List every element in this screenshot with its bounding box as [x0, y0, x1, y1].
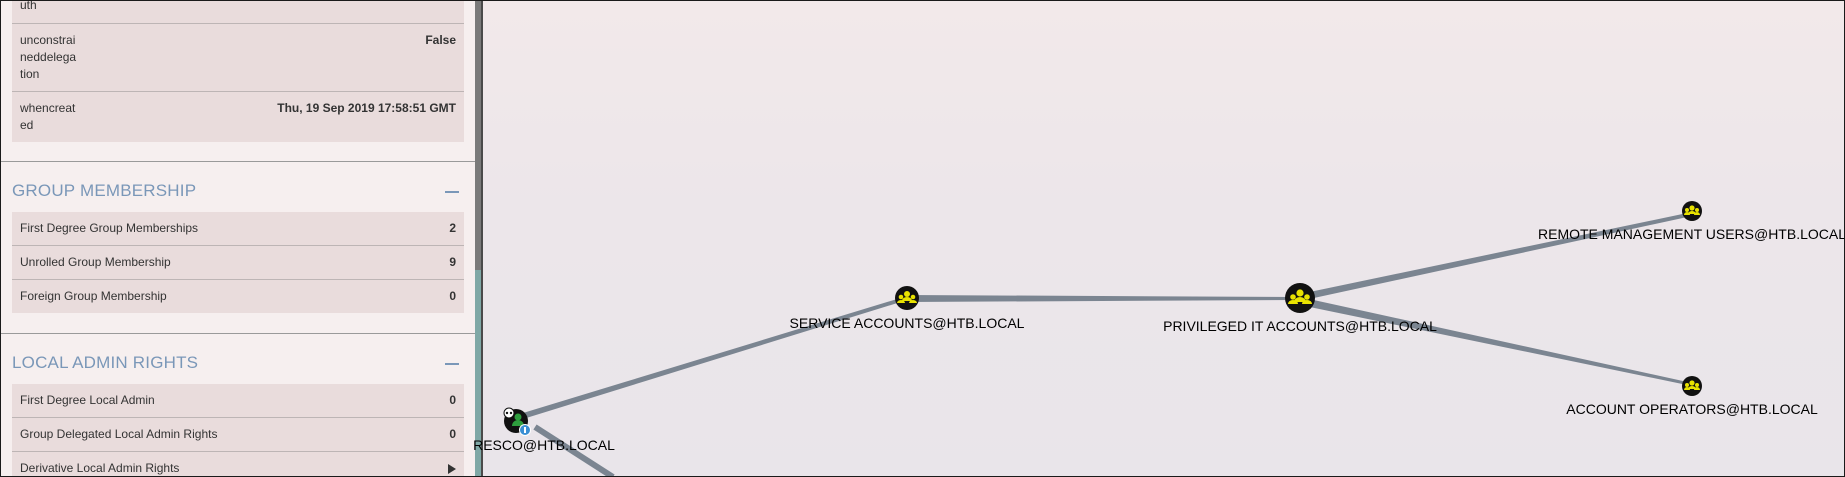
- owned-badge-icon: [519, 424, 531, 436]
- list-item[interactable]: First Degree Group Memberships 2: [12, 212, 464, 246]
- edge-memberof[interactable]: [1300, 212, 1692, 301]
- property-key-line: whencreat: [20, 101, 76, 115]
- property-row: unconstrai neddelega tion False: [12, 24, 464, 92]
- row-count: 0: [449, 289, 456, 303]
- node-label-service-accounts: SERVICE ACCOUNTS@HTB.LOCAL: [789, 315, 1025, 331]
- group-membership-header[interactable]: GROUP MEMBERSHIP: [12, 181, 197, 200]
- section-divider: [1, 333, 475, 334]
- property-key-line: tion: [20, 67, 40, 81]
- node-service-accounts[interactable]: [895, 286, 919, 310]
- list-item[interactable]: First Degree Local Admin 0: [12, 384, 464, 418]
- local-admin-list: First Degree Local Admin 0 Group Delegate…: [12, 384, 464, 476]
- expand-arrow-icon[interactable]: [448, 464, 456, 474]
- property-key-line: unconstrai: [20, 33, 76, 47]
- node-info-sidebar: uth unconstrai neddelega tion False when…: [1, 1, 476, 476]
- row-count: 0: [449, 393, 456, 407]
- row-count: 0: [449, 427, 456, 441]
- row-count: 9: [449, 255, 456, 269]
- row-label: Group Delegated Local Admin Rights: [20, 427, 218, 441]
- row-label: Unrolled Group Membership: [20, 255, 171, 269]
- edge-memberof[interactable]: [523, 296, 907, 419]
- list-item[interactable]: Group Delegated Local Admin Rights 0: [12, 418, 464, 452]
- property-key-line: ed: [20, 118, 34, 132]
- node-label-remote-management-users: REMOTE MANAGEMENT USERS@HTB.LOCAL: [1538, 226, 1845, 242]
- node-resco[interactable]: [503, 407, 531, 436]
- node-label-resco: RESCO@HTB.LOCAL: [473, 437, 615, 453]
- scrollbar-thumb[interactable]: [475, 0, 481, 270]
- property-row: whencreat ed Thu, 19 Sep 2019 17:58:51 G…: [12, 92, 464, 142]
- node-remote-management-users[interactable]: [1682, 201, 1702, 221]
- group-membership-list: First Degree Group Memberships 2 Unrolled…: [12, 212, 464, 313]
- node-label-privileged-it-accounts: PRIVILEGED IT ACCOUNTS@HTB.LOCAL: [1163, 318, 1437, 334]
- property-row: uth: [12, 1, 464, 24]
- property-value: False: [425, 33, 456, 47]
- node-account-operators[interactable]: [1682, 376, 1702, 396]
- property-key: uth: [20, 1, 37, 12]
- property-key-line: neddelega: [20, 50, 77, 64]
- skull-icon: [503, 407, 515, 419]
- graph-svg[interactable]: [483, 0, 1845, 477]
- node-privileged-it-accounts[interactable]: [1285, 283, 1315, 313]
- list-item[interactable]: Foreign Group Membership 0: [12, 280, 464, 313]
- scrollbar-track: [475, 270, 481, 477]
- edge-memberof[interactable]: [533, 424, 615, 477]
- edge-memberof[interactable]: [907, 295, 1296, 302]
- section-divider: [1, 161, 475, 162]
- row-label: Derivative Local Admin Rights: [20, 461, 180, 475]
- row-label: First Degree Group Memberships: [20, 221, 199, 235]
- sidebar-scrollbar[interactable]: [475, 0, 481, 477]
- node-label-account-operators: ACCOUNT OPERATORS@HTB.LOCAL: [1566, 401, 1818, 417]
- graph-canvas[interactable]: SERVICE ACCOUNTS@HTB.LOCAL PRIVILEGED IT…: [473, 0, 1845, 477]
- local-admin-rights-header[interactable]: LOCAL ADMIN RIGHTS: [12, 353, 199, 372]
- row-count: 2: [449, 221, 456, 235]
- row-label: Foreign Group Membership: [20, 289, 167, 303]
- graph-divider: [481, 0, 483, 477]
- edge-memberof[interactable]: [1300, 297, 1692, 386]
- list-item[interactable]: Derivative Local Admin Rights: [12, 452, 464, 476]
- property-value: Thu, 19 Sep 2019 17:58:51 GMT: [277, 101, 456, 115]
- collapse-group-membership-icon[interactable]: [445, 191, 459, 193]
- row-label: First Degree Local Admin: [20, 393, 155, 407]
- property-key: whencreat ed: [20, 100, 82, 134]
- properties-table: uth unconstrai neddelega tion False when…: [12, 1, 464, 142]
- collapse-local-admin-icon[interactable]: [445, 363, 459, 365]
- property-key: unconstrai neddelega tion: [20, 32, 82, 83]
- list-item[interactable]: Unrolled Group Membership 9: [12, 246, 464, 280]
